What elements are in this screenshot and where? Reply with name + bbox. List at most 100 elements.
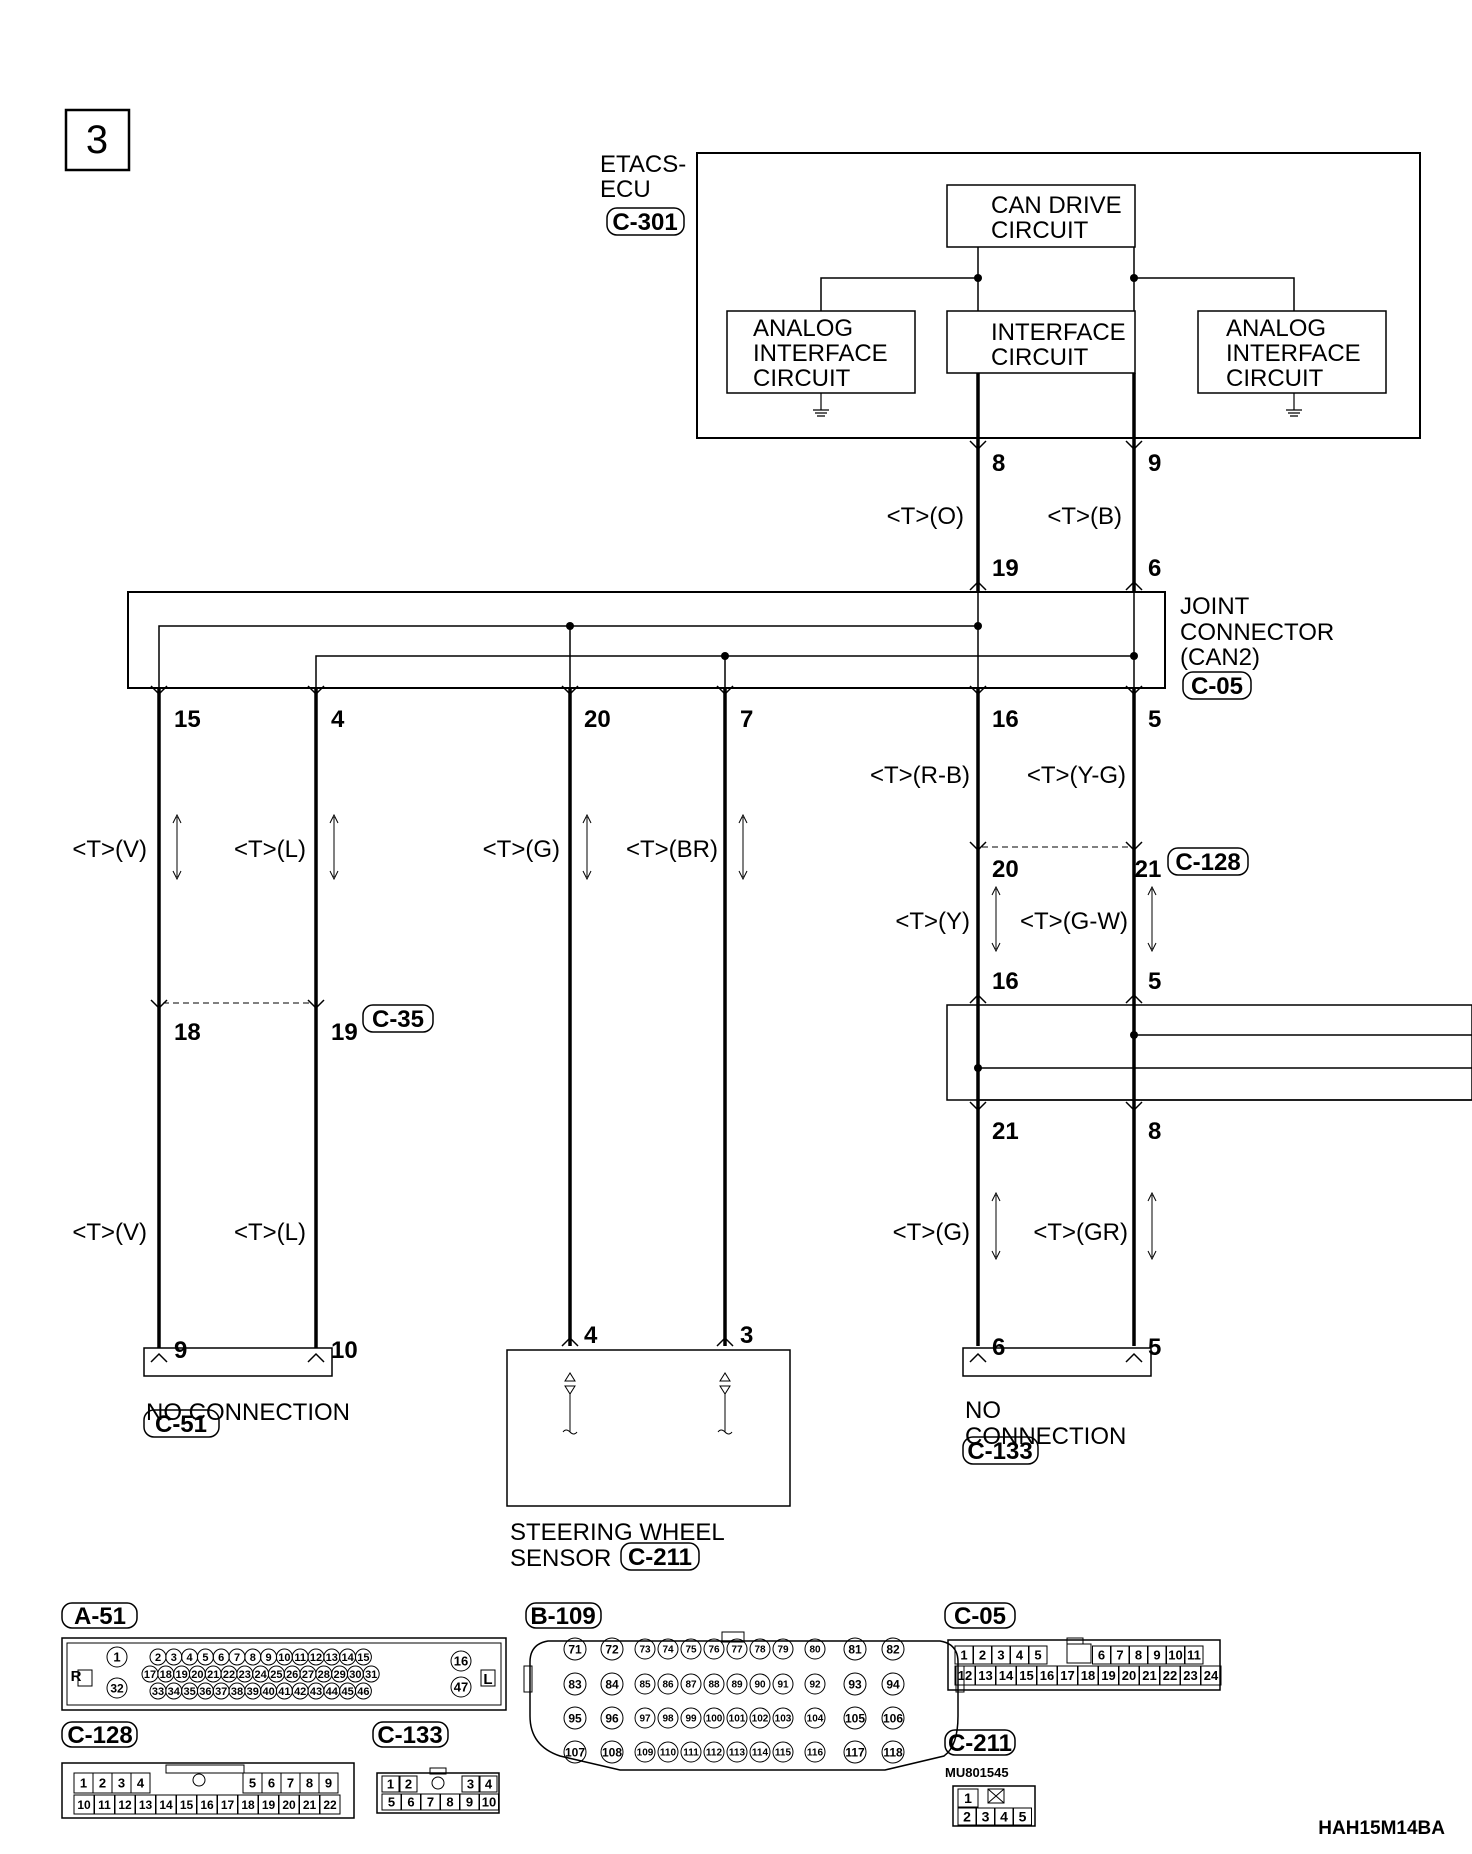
analog-right-line-3: CIRCUIT (1226, 365, 1324, 392)
connector-pin-number: 6 (268, 1776, 275, 1791)
connector-pin-number: 4 (137, 1776, 145, 1791)
connector-pin-number: 115 (775, 1748, 792, 1759)
connector-pin (726, 1707, 748, 1729)
connector-pin (772, 1638, 794, 1660)
pin-joint-20: 20 (584, 706, 611, 733)
connector-pin (634, 1673, 656, 1695)
connector-pin-number: 11 (294, 1652, 306, 1664)
a51-side-left: R (71, 1668, 82, 1685)
connector-pin-number: 16 (454, 1654, 468, 1669)
connector-pin (563, 1740, 587, 1764)
connector-pin (957, 1788, 979, 1808)
connector-pin-number: 5 (202, 1652, 208, 1664)
can-drive-line-2: CIRCUIT (991, 217, 1089, 244)
connector-pin-number: 11 (1187, 1648, 1201, 1663)
pin-jb-21: 21 (992, 1118, 1019, 1145)
connector-pin-number: 7 (287, 1776, 294, 1791)
connector-pin (354, 1682, 372, 1700)
connector-pin-number: 4 (1016, 1648, 1024, 1663)
wire-label-right-rb: <T>(R-B) (870, 762, 970, 789)
connector-pin-number: 4 (187, 1652, 194, 1664)
joint-connector-tag: C-05 (1191, 673, 1243, 700)
c133-connector-view (376, 1772, 500, 1814)
connector-pin-number: 6 (1098, 1648, 1105, 1663)
connector-pin (804, 1741, 826, 1763)
diagram-id: HAH15M14BA (1318, 1818, 1445, 1839)
connector-pin (1200, 1665, 1222, 1686)
connector-pin (657, 1707, 679, 1729)
connector-pin-number: 29 (333, 1669, 345, 1681)
connector-pin (749, 1638, 771, 1660)
connector-pin (634, 1707, 656, 1729)
connector-pin (726, 1673, 748, 1695)
connector-pin-number: 8 (446, 1795, 453, 1810)
connector-pin (772, 1707, 794, 1729)
connector-pin-number: 71 (568, 1642, 582, 1656)
connector-pin-number: 77 (731, 1645, 743, 1656)
pin-c35-19: 19 (331, 1019, 358, 1046)
connector-pin-number: 107 (565, 1745, 585, 1759)
c133-connector-box (962, 1347, 1152, 1377)
connector-pin (881, 1706, 905, 1730)
wire-label-top-left: <T>(O) (887, 503, 964, 530)
connector-pin-number: 10 (77, 1798, 91, 1812)
connector-pin-number: 91 (777, 1680, 789, 1691)
wire-label-right-y: <T>(Y) (895, 908, 970, 935)
c133-view-label: C-133 (377, 1722, 442, 1749)
connector-pin (600, 1637, 624, 1661)
pin-etacs-9: 9 (1148, 450, 1161, 477)
connector-pin-number: 22 (323, 1798, 337, 1812)
connector-pin (600, 1672, 624, 1696)
connector-pin-number: 10 (278, 1652, 290, 1664)
pin-joint-6: 6 (1148, 555, 1161, 582)
connector-pin (130, 1772, 151, 1794)
connector-pin-number: 8 (306, 1776, 313, 1791)
connector-pin (843, 1706, 867, 1730)
connector-pin-number: 43 (310, 1686, 322, 1698)
pin-joint-4: 4 (331, 706, 345, 733)
connector-pin-number: 3 (982, 1809, 990, 1825)
a51-view-label: A-51 (74, 1603, 126, 1630)
connector-pin-number: 34 (168, 1686, 181, 1698)
connector-pin-number: 106 (883, 1711, 903, 1725)
c211-connector-view (952, 1785, 1036, 1827)
connector-pin-number: 118 (883, 1745, 903, 1759)
wire-label-mid-br: <T>(BR) (626, 836, 718, 863)
connector-pin (450, 1650, 472, 1672)
connector-pin (600, 1706, 624, 1730)
connector-pin (703, 1638, 725, 1660)
connector-pin-number: 14 (999, 1668, 1014, 1683)
joint-name-1: JOINT (1180, 593, 1250, 620)
connector-pin-number: 21 (207, 1669, 219, 1681)
connector-pin (772, 1673, 794, 1695)
c05-view-label: C-05 (954, 1603, 1006, 1630)
connector-pin (399, 1775, 418, 1793)
connector-pin (1013, 1807, 1032, 1826)
connector-pin-number: 17 (1060, 1668, 1074, 1683)
connector-pin-number: 80 (809, 1645, 821, 1656)
etacs-name-2: ECU (600, 176, 651, 203)
connector-pin-number: 6 (407, 1795, 414, 1810)
connector-pin-number: 116 (807, 1748, 824, 1759)
connector-pin-number: 99 (685, 1714, 697, 1725)
etacs-name-1: ETACS- (600, 151, 686, 178)
connector-pin (881, 1672, 905, 1696)
connector-pin-number: 13 (326, 1652, 338, 1664)
sensor-name-2: SENSOR (510, 1545, 611, 1572)
connector-pin-number: 10 (1168, 1648, 1182, 1663)
connector-pin-number: 87 (685, 1680, 697, 1691)
connector-pin-number: 100 (706, 1714, 723, 1725)
wire-label-left-v-lower: <T>(V) (72, 1219, 147, 1246)
pin-c133-6: 6 (992, 1334, 1005, 1361)
analog-right-line-2: INTERFACE (1226, 340, 1361, 367)
connector-pin-number: 16 (1040, 1668, 1054, 1683)
connector-pin-number: 17 (221, 1798, 235, 1812)
etacs-ecu-box (696, 152, 1421, 439)
connector-pin-number: 21 (303, 1798, 317, 1812)
connector-pin-number: 37 (215, 1686, 227, 1698)
